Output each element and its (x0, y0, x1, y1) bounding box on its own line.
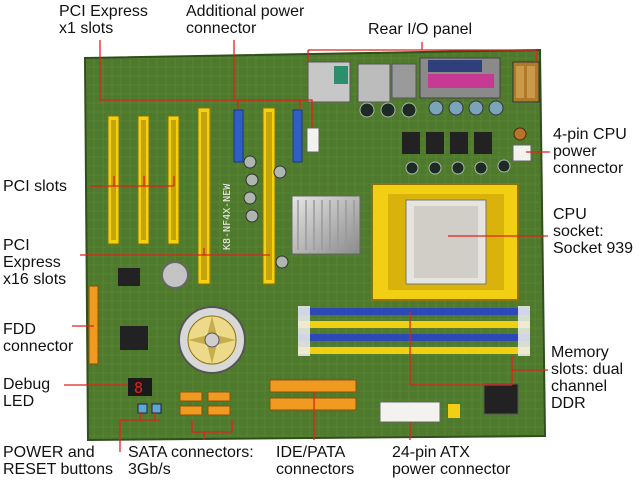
pci-slots (107, 115, 180, 245)
chipset-heatsink (291, 195, 361, 255)
rear-io-ports (307, 57, 540, 103)
fdd-connector-shape (88, 285, 99, 365)
label-cpu-4pin-power: 4-pin CPU power connector (553, 126, 627, 177)
label-rear-io-panel: Rear I/O panel (368, 21, 473, 38)
label-additional-power-connector: Additional power connector (186, 3, 305, 37)
board-model-text: K8-NF4X-NEW (222, 183, 233, 250)
cpu-4pin-connector (512, 144, 532, 162)
label-memory-slots: Memory slots: dual channel DDR (551, 344, 624, 412)
label-pcie-x16-slots: PCI Express x16 slots (3, 237, 67, 288)
io-chip (483, 383, 519, 415)
chipset-capacitors (243, 155, 289, 269)
audio-chip (118, 268, 140, 286)
cmos-battery (161, 261, 189, 289)
pcie-x16-slots (197, 107, 276, 285)
label-fdd-connector: FDD connector (3, 321, 74, 355)
cpu-socket (371, 183, 519, 301)
label-cpu-socket: CPU socket: Socket 939 (553, 206, 634, 257)
label-debug-led: Debug LED (3, 376, 51, 410)
label-sata-connectors: SATA connectors: 3Gb/s (128, 444, 254, 478)
debug-led-digit: 8 (134, 379, 143, 397)
debug-led-display (128, 378, 152, 396)
chipset-fan (178, 306, 246, 374)
atx-24pin-connector (379, 401, 441, 423)
label-pci-slots: PCI slots (3, 178, 68, 195)
reset-button (151, 403, 162, 414)
label-pcie-x1-slots: PCI Express x1 slots (59, 3, 148, 37)
ide-connectors (269, 379, 357, 411)
vrm-components (359, 100, 527, 175)
super-io-chip (120, 326, 148, 350)
label-atx-24pin-power: 24-pin ATX power connector (392, 444, 511, 478)
label-power-reset-buttons: POWER and RESET buttons (3, 444, 113, 478)
power-button (137, 403, 148, 414)
additional-power-connector (306, 127, 320, 153)
label-ide-connectors: IDE/PATA connectors (276, 444, 355, 478)
sata-connectors (179, 391, 231, 416)
